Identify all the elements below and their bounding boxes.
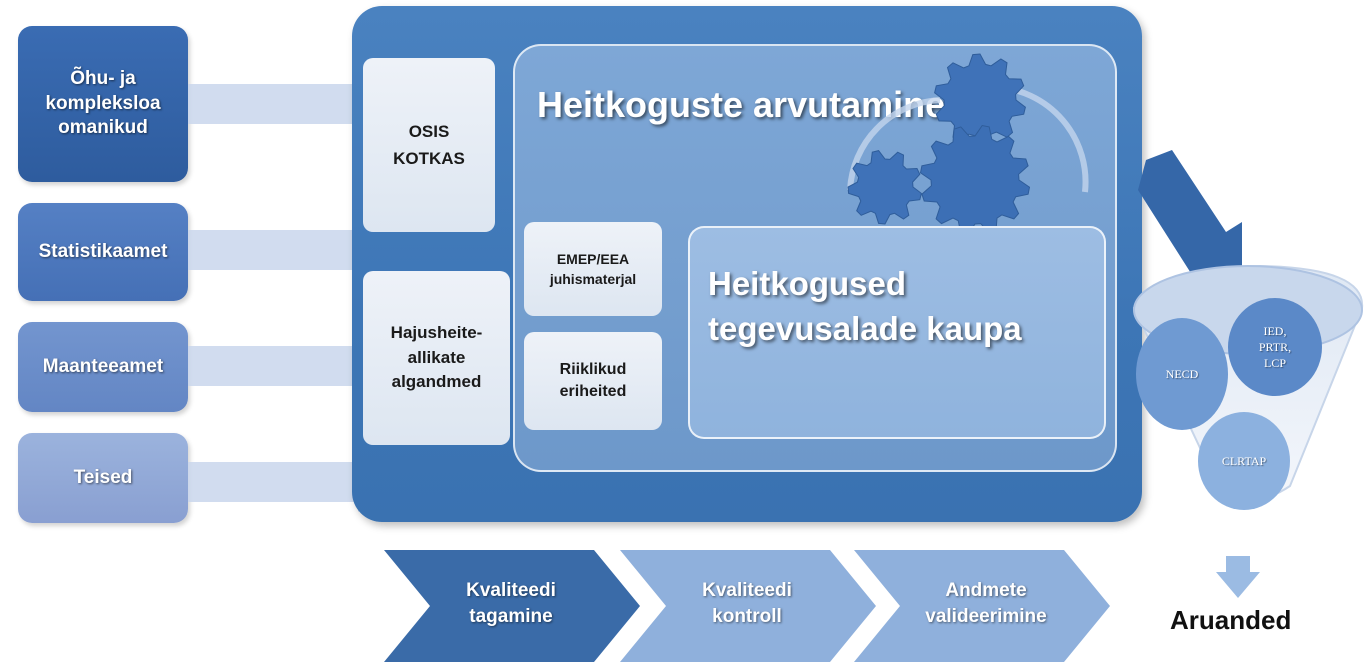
arrow-down-reports (1216, 556, 1260, 598)
gear-top (934, 53, 1026, 147)
osis-kotkas-box: OSIS KOTKAS (363, 58, 495, 232)
hajusheite-box: Hajusheite- allikate algandmed (363, 271, 510, 445)
calculation-title: Heitkoguste arvutamine (537, 84, 946, 125)
result-title: Heitkogused tegevusalade kaupa (708, 265, 1022, 347)
funnel-item-necd: NECD (1136, 318, 1228, 430)
step-data-validation: Andmete valideerimine (925, 580, 1047, 627)
funnel-item-ied: IED, PRTR, LCP (1228, 298, 1322, 396)
source-teised: Teised (18, 433, 188, 523)
riiklikud-box: Riiklikud eriheited (524, 332, 662, 430)
result-box (688, 226, 1106, 439)
arrow-teised (188, 452, 393, 512)
gears-icon (847, 53, 1089, 236)
arrow-maanteeamet (188, 336, 393, 396)
gear-left (847, 150, 922, 225)
source-owners: Õhu- ja kompleksloa omanikud (18, 26, 188, 182)
source-maanteeamet: Maanteeamet (18, 322, 188, 412)
gear-large (919, 124, 1031, 236)
source-statistikaamet: Statistikaamet (18, 203, 188, 301)
arrow-owners (188, 72, 393, 136)
funnel-item-clrtap: CLRTAP (1198, 412, 1290, 510)
arrow-to-funnel (1138, 150, 1242, 290)
step-quality-assurance: Kvaliteedi tagamine (466, 580, 556, 627)
arrow-statistikaamet (188, 220, 393, 280)
step-quality-control: Kvaliteedi kontroll (702, 580, 792, 627)
reports-label: Aruanded (1170, 605, 1292, 635)
emep-box: EMEP/EEA juhismaterjal (524, 222, 662, 316)
process-chevrons (384, 550, 1110, 662)
